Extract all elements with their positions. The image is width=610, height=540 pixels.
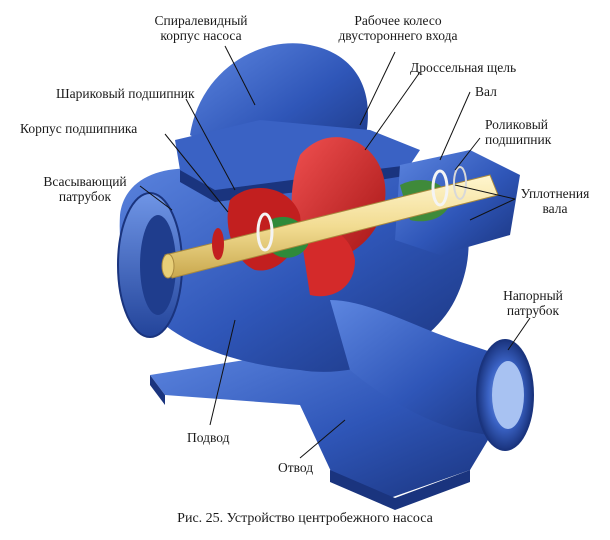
leader-lines <box>139 45 531 459</box>
suction-nozzle-flange <box>117 192 183 338</box>
label-bearing-housing: Корпус подшипника <box>20 121 138 136</box>
label-shaft: Вал <box>475 84 497 99</box>
label-throttle-gap: Дроссельная щель <box>410 60 517 75</box>
figure-caption: Рис. 25. Устройство центробежного насоса <box>177 511 433 526</box>
discharge-pipe <box>330 300 534 451</box>
bearings <box>212 166 467 260</box>
label-inlet: Подвод <box>187 430 230 445</box>
label-outlet: Отвод <box>278 460 314 475</box>
label-ball-bearing: Шариковый подшипник <box>56 86 195 101</box>
